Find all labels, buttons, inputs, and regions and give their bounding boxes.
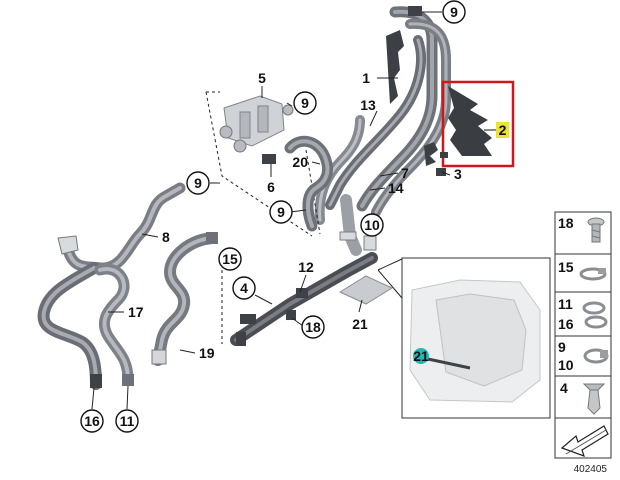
callout-17: 17: [128, 304, 144, 320]
callout-3: 3: [454, 166, 462, 182]
callout-18: 18: [305, 319, 321, 335]
callout-2: 2: [499, 122, 507, 138]
inset-marker: [413, 348, 429, 364]
callout-14: 14: [388, 180, 404, 196]
callout-9-valve: 9: [301, 95, 309, 111]
callout-16: 16: [84, 413, 100, 429]
legend-label-15: 15: [558, 259, 574, 275]
coolant-valve: [219, 95, 294, 164]
parts-legend: 18 15 11 16 9 10 4: [554, 211, 612, 459]
callout-1: 1: [362, 70, 370, 86]
hose-clamp-icon: [583, 348, 609, 364]
legend-label-9: 9: [558, 339, 566, 355]
callout-15: 15: [222, 251, 238, 267]
circled-callouts: [80, 0, 466, 433]
catalog-number: 402405: [574, 464, 608, 475]
hose-17: [94, 263, 134, 386]
callout-10: 10: [364, 217, 380, 233]
callout-5: 5: [258, 70, 266, 86]
callout-9-top: 9: [450, 4, 458, 20]
hose-20: [284, 135, 334, 232]
plain-callouts: 1 13 7 14 3 5 6 20 8 17 19 12 21: [128, 70, 462, 361]
coolant-pipe-12: [230, 252, 378, 346]
hose-16: [37, 262, 102, 390]
upper-coolant-hoses: [314, 6, 451, 225]
circled-callout-text: 9 9 9 9 10 15 4 18 16 11: [84, 4, 458, 429]
inset-callout-21: 21: [413, 348, 429, 364]
part-2-highlight[interactable]: 2: [441, 80, 515, 168]
legend-label-10: 10: [558, 357, 574, 373]
legend-label-18: 18: [558, 215, 574, 231]
callout-11: 11: [120, 413, 135, 429]
legend-label-4: 4: [560, 380, 568, 396]
callout-13: 13: [360, 97, 376, 113]
inset-detail: 21: [377, 257, 551, 419]
callout-12: 12: [298, 259, 314, 275]
callout-9-left: 9: [194, 175, 202, 191]
expanding-rivet-icon: [582, 383, 606, 415]
clips-7-3: [424, 142, 448, 176]
screw-icon: [587, 217, 605, 243]
pad-21: [338, 275, 394, 305]
legend-label-16: 16: [558, 316, 574, 332]
callout-20: 20: [292, 154, 308, 170]
callout-4: 4: [240, 280, 248, 296]
hose-8: [57, 182, 186, 274]
hose-clamp-icon: [579, 267, 607, 281]
callout-19: 19: [199, 345, 215, 361]
callout-9-lower: 9: [277, 204, 285, 220]
hose-19: [151, 232, 218, 366]
legend-label-11: 11: [558, 296, 573, 312]
callout-21: 21: [352, 316, 368, 332]
arrow-icon: [560, 425, 609, 457]
callout-8: 8: [162, 229, 170, 245]
hose-clamp-icon: [582, 301, 608, 329]
callout-7: 7: [401, 165, 409, 181]
callout-6: 6: [267, 179, 275, 195]
